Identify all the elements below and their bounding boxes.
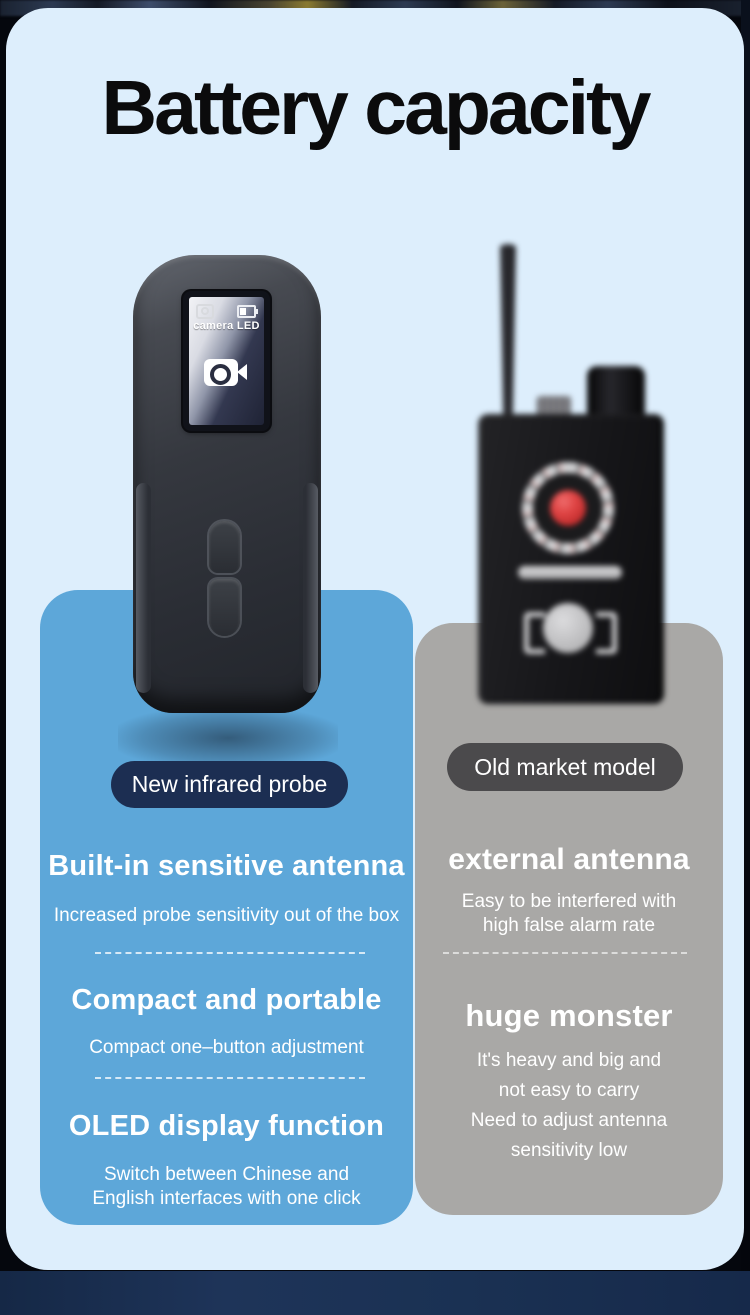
feature-body-oled-line2: English interfaces with one click	[92, 1188, 361, 1209]
device-side-groove-left	[136, 483, 151, 693]
drawback-body-size-line1: It's heavy and big and	[476, 1050, 662, 1071]
antenna	[500, 244, 516, 418]
old-model-badge: Old market model	[447, 743, 683, 791]
device-display: camera LED	[189, 297, 264, 425]
feature-heading-portable: Compact and portable	[71, 984, 382, 1016]
camcorder-icon	[204, 359, 247, 386]
button-bracket-left	[524, 612, 545, 654]
divider-dashed	[95, 952, 365, 954]
feature-heading-oled: OLED display function	[68, 1110, 385, 1142]
detector-red-lens	[550, 490, 586, 526]
feature-body-portable: Compact one–button adjustment	[89, 1037, 364, 1058]
feature-heading-antenna: Built-in sensitive antenna	[48, 850, 405, 882]
drawback-body-antenna-line1: Easy to be interfered with	[461, 891, 677, 912]
battery-icon	[237, 305, 258, 318]
old-device-image	[461, 238, 691, 710]
drawback-body-size-line4: sensitivity low	[510, 1140, 628, 1161]
new-device-image: camera LED	[133, 255, 321, 713]
feature-body-antenna: Increased probe sensitivity out of the b…	[53, 905, 400, 926]
divider-dashed	[95, 1077, 365, 1079]
button-bracket-right	[596, 612, 617, 654]
drawback-body-antenna: Easy to be interfered with high false al…	[415, 890, 723, 938]
antenna-connector	[537, 396, 571, 418]
new-model-badge-label: New infrared probe	[131, 771, 328, 797]
new-model-badge: New infrared probe	[111, 761, 348, 808]
camcorder-triangle-icon	[237, 364, 247, 380]
device-side-groove-right	[303, 483, 318, 693]
front-round-button	[543, 603, 593, 653]
front-silver-bar	[518, 566, 622, 579]
footer-navy-bar	[0, 1271, 750, 1315]
drawback-heading-antenna: external antenna	[448, 843, 690, 876]
device-button-lower	[209, 579, 240, 636]
device-reflection	[118, 708, 338, 768]
screen-mode-label: camera LED	[193, 320, 260, 332]
drawback-body-size: It's heavy and big and not easy to carry…	[415, 1046, 723, 1166]
adjust-knob	[587, 366, 645, 418]
old-model-badge-label: Old market model	[474, 753, 656, 780]
detector-lens-bezel	[533, 473, 603, 543]
background-right-edge	[741, 0, 750, 1315]
drawback-body-size-line3: Need to adjust antenna	[470, 1110, 668, 1131]
drawback-body-size-line2: not easy to carry	[498, 1080, 640, 1101]
page-title: Battery capacity	[101, 65, 652, 151]
camcorder-lens-icon	[210, 364, 231, 385]
drawback-body-antenna-line2: high false alarm rate	[482, 915, 656, 936]
camera-icon	[196, 304, 214, 319]
drawback-heading-size: huge monster	[465, 998, 673, 1033]
feature-body-oled-line1: Switch between Chinese and	[103, 1164, 350, 1185]
old-device-body	[478, 414, 664, 704]
content-card: Battery capacity camera LED	[6, 8, 744, 1270]
device-oled-screen: camera LED	[183, 291, 270, 431]
device-button-upper	[209, 521, 240, 573]
old-model-panel	[415, 623, 723, 1215]
divider-dashed	[443, 952, 687, 954]
detector-lens-ring	[522, 462, 614, 554]
feature-body-oled: Switch between Chinese and English inter…	[40, 1163, 413, 1211]
